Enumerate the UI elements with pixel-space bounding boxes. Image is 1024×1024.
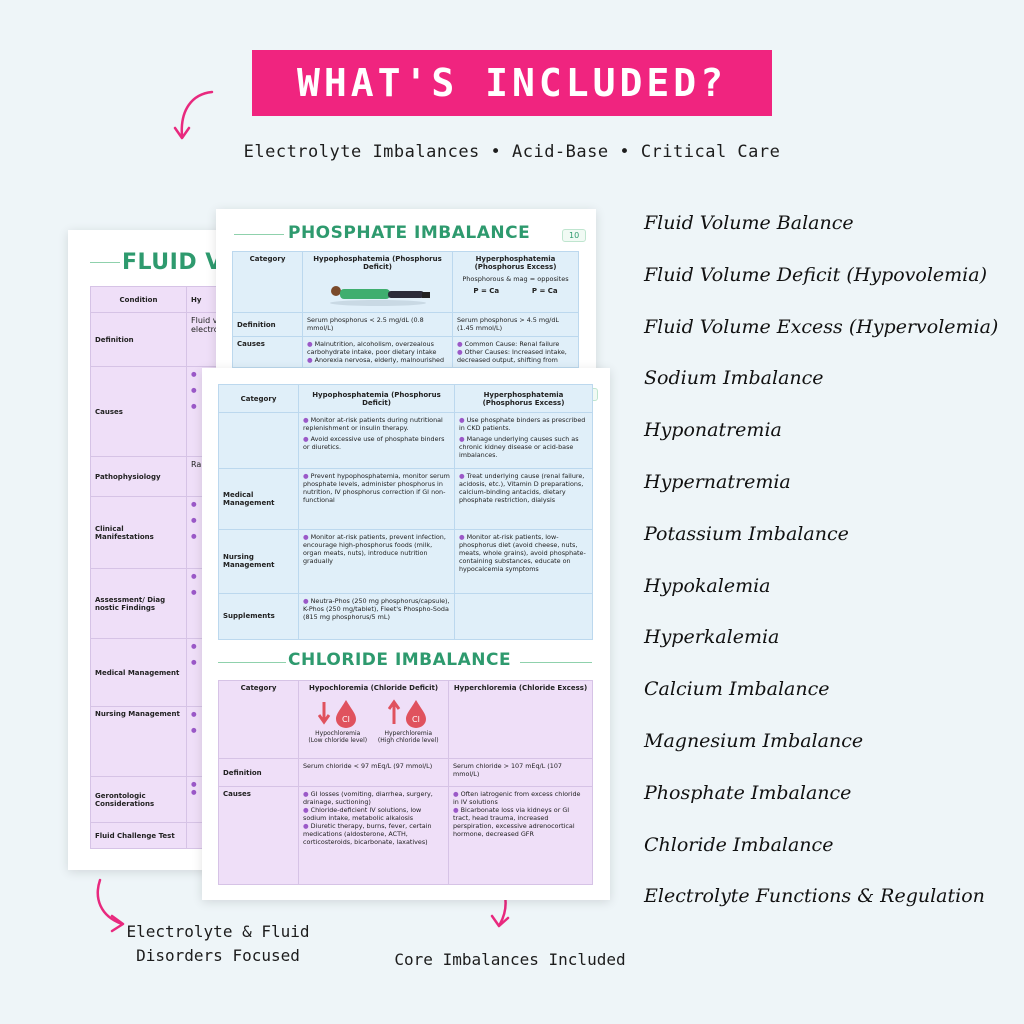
- phosphate-table: Category Hypophosphatemia (Phosphorus De…: [218, 383, 593, 641]
- table-cell: ● Common Cause: Renal failure ● Other Ca…: [452, 336, 579, 368]
- topic-item: Chloride Imbalance: [644, 833, 834, 856]
- table-cell: ● Monitor at-risk patients, low-phosphor…: [454, 528, 593, 594]
- table-header: Hypophosphatemia (Phosphorus Deficit): [298, 383, 455, 414]
- topic-item: Potassium Imbalance: [644, 522, 849, 545]
- section-title: CHLORIDE IMBALANCE: [288, 650, 512, 670]
- curved-arrow-icon: [173, 90, 214, 140]
- table-header: Category: [232, 251, 303, 313]
- table-cell: ● Monitor at-risk patients, prevent infe…: [298, 528, 455, 594]
- row-label: Fluid Challenge Test: [90, 822, 187, 849]
- divider: [90, 262, 120, 263]
- high-chloride-drop-icon: Cl: [388, 699, 427, 728]
- topic-item: Calcium Imbalance: [644, 678, 830, 701]
- caption-center: Core Imbalances Included: [394, 950, 626, 969]
- topic-item: Electrolyte Functions & Regulation: [644, 885, 985, 908]
- table-cell: [454, 592, 593, 641]
- divider: [234, 234, 284, 235]
- page-number: 10: [562, 229, 587, 242]
- row-label: Definition: [90, 312, 187, 367]
- row-label: Medical Management: [90, 638, 187, 707]
- curved-arrow-icon: [96, 878, 125, 933]
- page-title: PHOSPHATE IMBALANCE: [288, 223, 531, 243]
- table-cell: ● Often iatrogenic from excess chloride …: [448, 786, 593, 885]
- row-label: Definition: [232, 312, 303, 337]
- topic-item: Hyponatremia: [644, 419, 782, 442]
- table-cell: ● Use phosphate binders as prescribed in…: [454, 412, 593, 470]
- topic-item: Fluid Volume Balance: [644, 212, 854, 234]
- table-header: Hyperchloremia (Chloride Excess): [448, 680, 593, 759]
- table-cell: ● Prevent hypophosphatemia, monitor seru…: [298, 468, 455, 530]
- topic-item: Sodium Imbalance: [644, 367, 824, 390]
- topic-item: Phosphate Imbalance: [644, 781, 852, 804]
- page-phosphate-10: PHOSPHATE IMBALANCE 10 Category Hypophos…: [216, 209, 596, 389]
- row-label: Nursing Management: [90, 706, 187, 777]
- table-header: Hyperphosphatemia (Phosphorus Excess) Ph…: [452, 251, 579, 313]
- phosphate-table-top: Category Hypophosphatemia (Phosphorus De…: [232, 251, 579, 368]
- row-label: Gerontologic Considerations: [90, 776, 187, 823]
- row-label: Pathophysiology: [90, 456, 187, 497]
- topic-item: Fluid Volume Excess (Hypervolemia): [644, 315, 999, 338]
- table-cell: ● Malnutrition, alcoholism, overzealous …: [302, 336, 453, 368]
- table-cell: Serum phosphorus < 2.5 mg/dL (0.8 mmol/L…: [302, 312, 453, 337]
- chloride-table: Category Hypochloremia (Chloride Deficit…: [218, 680, 593, 885]
- svg-text:Cl: Cl: [342, 715, 350, 724]
- table-header: Category: [218, 383, 299, 414]
- table-cell: Serum chloride > 107 mEq/L (107 mmol/L): [448, 758, 593, 787]
- banner-title: WHAT'S INCLUDED?: [296, 61, 728, 105]
- row-label: Causes: [90, 366, 187, 457]
- row-label: Medical Management: [218, 468, 299, 530]
- row-label: Definition: [218, 758, 299, 787]
- table-header: Hypophosphatemia (Phosphorus Deficit): [302, 251, 453, 313]
- title-banner: WHAT'S INCLUDED?: [252, 50, 772, 116]
- row-label: Nursing Management: [218, 528, 299, 594]
- table-cell: Serum phosphorus > 4.5 mg/dL (1.45 mmol/…: [452, 312, 579, 337]
- subtitle: Electrolyte Imbalances • Acid-Base • Cri…: [243, 142, 781, 162]
- topic-item: Magnesium Imbalance: [644, 729, 864, 752]
- topic-item: Hyperkalemia: [644, 626, 780, 649]
- table-header: Hyperphosphatemia (Phosphorus Excess): [454, 383, 593, 414]
- topic-item: Hypernatremia: [644, 470, 791, 493]
- topic-item: Fluid Volume Deficit (Hypovolemia): [644, 263, 987, 286]
- row-label: [218, 412, 299, 470]
- table-cell: ● GI losses (vomiting, diarrhea, surgery…: [298, 786, 449, 885]
- topic-item: Hypokalemia: [644, 574, 771, 597]
- row-label: Causes: [232, 336, 303, 368]
- divider: [218, 662, 286, 663]
- low-chloride-drop-icon: Cl: [317, 700, 356, 728]
- table-cell: ● Treat underlying cause (renal failure,…: [454, 468, 593, 530]
- row-label: Assessment/ Diag nostic Findings: [90, 568, 187, 639]
- topic-list: Fluid Volume Balance Fluid Volume Defici…: [644, 208, 1014, 933]
- person-lying-icon: [329, 286, 430, 306]
- table-header: Category: [218, 680, 299, 759]
- row-label: Clinical Manifestations: [90, 496, 187, 569]
- table-cell: ● Neutra-Phos (250 mg phosphorus/capsule…: [298, 592, 455, 641]
- svg-text:Cl: Cl: [412, 715, 420, 724]
- table-header: Condition: [90, 286, 187, 313]
- divider: [520, 662, 592, 663]
- table-cell: Serum chloride < 97 mEq/L (97 mmol/L): [298, 758, 449, 787]
- seesaw-icon: P = Ca P = Ca: [473, 287, 558, 295]
- table-cell: ● Monitor at-risk patients during nutrit…: [298, 412, 455, 470]
- table-header: Hypochloremia (Chloride Deficit) Cl Hypo…: [298, 680, 449, 759]
- row-label: Supplements: [218, 592, 299, 641]
- row-label: Causes: [218, 786, 299, 885]
- caption-left: Electrolyte & Fluid Disorders Focused: [126, 922, 310, 965]
- page-phosphate-chloride-11: 11 Category Hypophosphatemia (Phosphorus…: [202, 368, 610, 900]
